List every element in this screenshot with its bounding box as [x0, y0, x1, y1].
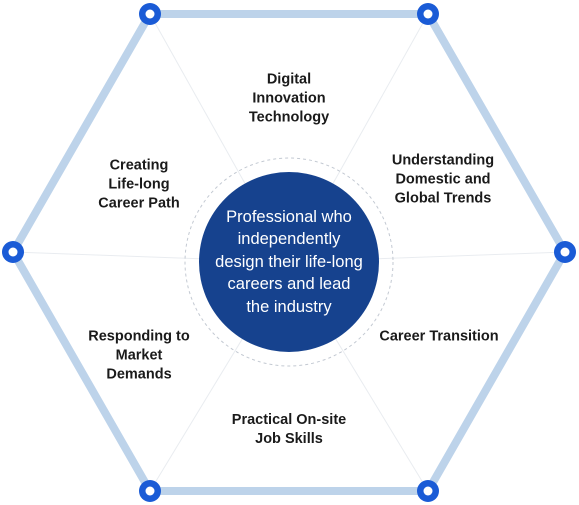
- node-top-left: [139, 3, 161, 25]
- label-line: Creating: [109, 157, 169, 174]
- nodes: [2, 3, 576, 502]
- label-line: Innovation: [252, 90, 326, 107]
- node-right: [554, 241, 576, 263]
- segment-label-job-skills: Practical On-site Job Skills: [232, 411, 346, 449]
- segment-label-career-transition: Career Transition: [379, 328, 498, 347]
- label-line: Demands: [106, 366, 172, 383]
- node-left: [2, 241, 24, 263]
- node-top-right: [417, 3, 439, 25]
- segment-label-digital-innovation: Digital Innovation Technology: [249, 71, 329, 128]
- center-circle: Professional who independently design th…: [199, 172, 379, 352]
- label-line: Global Trends: [394, 190, 492, 207]
- label-line: Market: [115, 347, 163, 364]
- label-line: Technology: [248, 109, 330, 126]
- center-statement: Professional who independently design th…: [209, 206, 369, 319]
- label-line: Digital: [266, 71, 312, 88]
- label-line: Career Path: [98, 195, 180, 212]
- center-line: Professional who: [226, 207, 352, 226]
- label-line: Life-long: [108, 176, 170, 193]
- center-line: independently: [237, 230, 341, 249]
- segment-label-trends: Understanding Domestic and Global Trends: [392, 152, 494, 209]
- segment-label-career-path: Creating Life-long Career Path: [98, 157, 179, 214]
- label-line: Job Skills: [255, 431, 323, 447]
- node-bottom-right: [417, 480, 439, 502]
- center-ring: [184, 157, 394, 367]
- label-line: Understanding: [391, 152, 495, 169]
- center-line: the industry: [246, 297, 332, 316]
- node-bottom-left: [139, 480, 161, 502]
- label-line: Domestic and: [395, 171, 491, 188]
- center-line: careers and lead: [227, 275, 351, 294]
- label-line: Career Transition: [379, 328, 499, 345]
- segment-label-market-demands: Responding to Market Demands: [88, 328, 190, 385]
- label-line: Responding to: [88, 328, 190, 345]
- center-line: design their life-long: [215, 252, 363, 271]
- label-line: Practical On-site: [231, 412, 347, 428]
